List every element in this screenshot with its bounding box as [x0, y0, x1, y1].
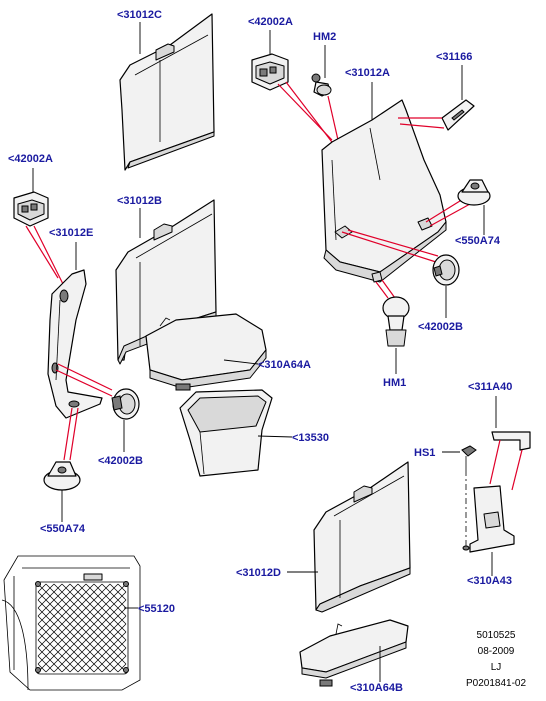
- label-550a74-left: <550A74: [40, 523, 86, 535]
- tray-310a64b: <310A64B: [299, 619, 409, 694]
- label-42002b-right: <42002B: [418, 321, 463, 333]
- panel-31012c: <31012C: [117, 9, 215, 171]
- clip-42002b-right: <42002B: [418, 254, 463, 333]
- bracket-31166: <31166: [398, 51, 475, 131]
- grommet-550a74-left: <550A74: [40, 461, 86, 535]
- reference-drawing-number: P0201841-02: [466, 678, 526, 689]
- label-31166: <31166: [436, 51, 472, 63]
- fastener-hm2: HM2: [311, 31, 339, 141]
- label-55120: <55120: [138, 603, 175, 615]
- label-hs1: HS1: [414, 447, 435, 459]
- bracket-311a40: <311A40: [468, 381, 531, 491]
- label-31012c: <31012C: [117, 9, 162, 21]
- label-42002a-left: <42002A: [8, 153, 53, 165]
- label-31012a: <31012A: [345, 67, 390, 79]
- reference-code: 5010525: [477, 630, 516, 641]
- reference-initials: LJ: [491, 662, 502, 673]
- label-42002a-top: <42002A: [248, 16, 293, 28]
- panel-31012e: <31012E: [47, 227, 113, 461]
- grommet-550a74-right: <550A74: [455, 179, 501, 247]
- clip-42002a-left: <42002A: [8, 153, 67, 291]
- fastener-hm1: HM1: [382, 296, 410, 389]
- tray-310a64a: <310A64A: [145, 313, 311, 391]
- label-550a74-right: <550A74: [455, 235, 501, 247]
- clip-42002b-left: <42002B: [98, 388, 143, 467]
- label-42002b-left: <42002B: [98, 455, 143, 467]
- label-31012d: <31012D: [236, 567, 281, 579]
- panel-31012a: <31012A: [321, 67, 471, 299]
- label-31012e: <31012E: [49, 227, 93, 239]
- label-31012b: <31012B: [117, 195, 162, 207]
- label-13530: <13530: [292, 432, 329, 444]
- clip-42002a-top: <42002A: [248, 16, 339, 151]
- label-310a43: <310A43: [467, 575, 512, 587]
- label-hm1: HM1: [383, 377, 406, 389]
- label-310a64a: <310A64A: [258, 359, 311, 371]
- bin-13530: <13530: [179, 389, 329, 477]
- label-310a64b: <310A64B: [350, 682, 403, 694]
- reference-date: 08-2009: [478, 646, 515, 657]
- bracket-310a43: HS1 <310A43: [414, 445, 515, 587]
- cargo-net-55120: <55120: [1, 555, 175, 691]
- label-311a40: <311A40: [468, 381, 512, 393]
- panel-31012d: <31012D: [236, 461, 411, 613]
- drawing-reference: 5010525 08-2009 LJ P0201841-02: [466, 630, 526, 689]
- label-hm2: HM2: [313, 31, 336, 43]
- net-mesh: [37, 583, 127, 673]
